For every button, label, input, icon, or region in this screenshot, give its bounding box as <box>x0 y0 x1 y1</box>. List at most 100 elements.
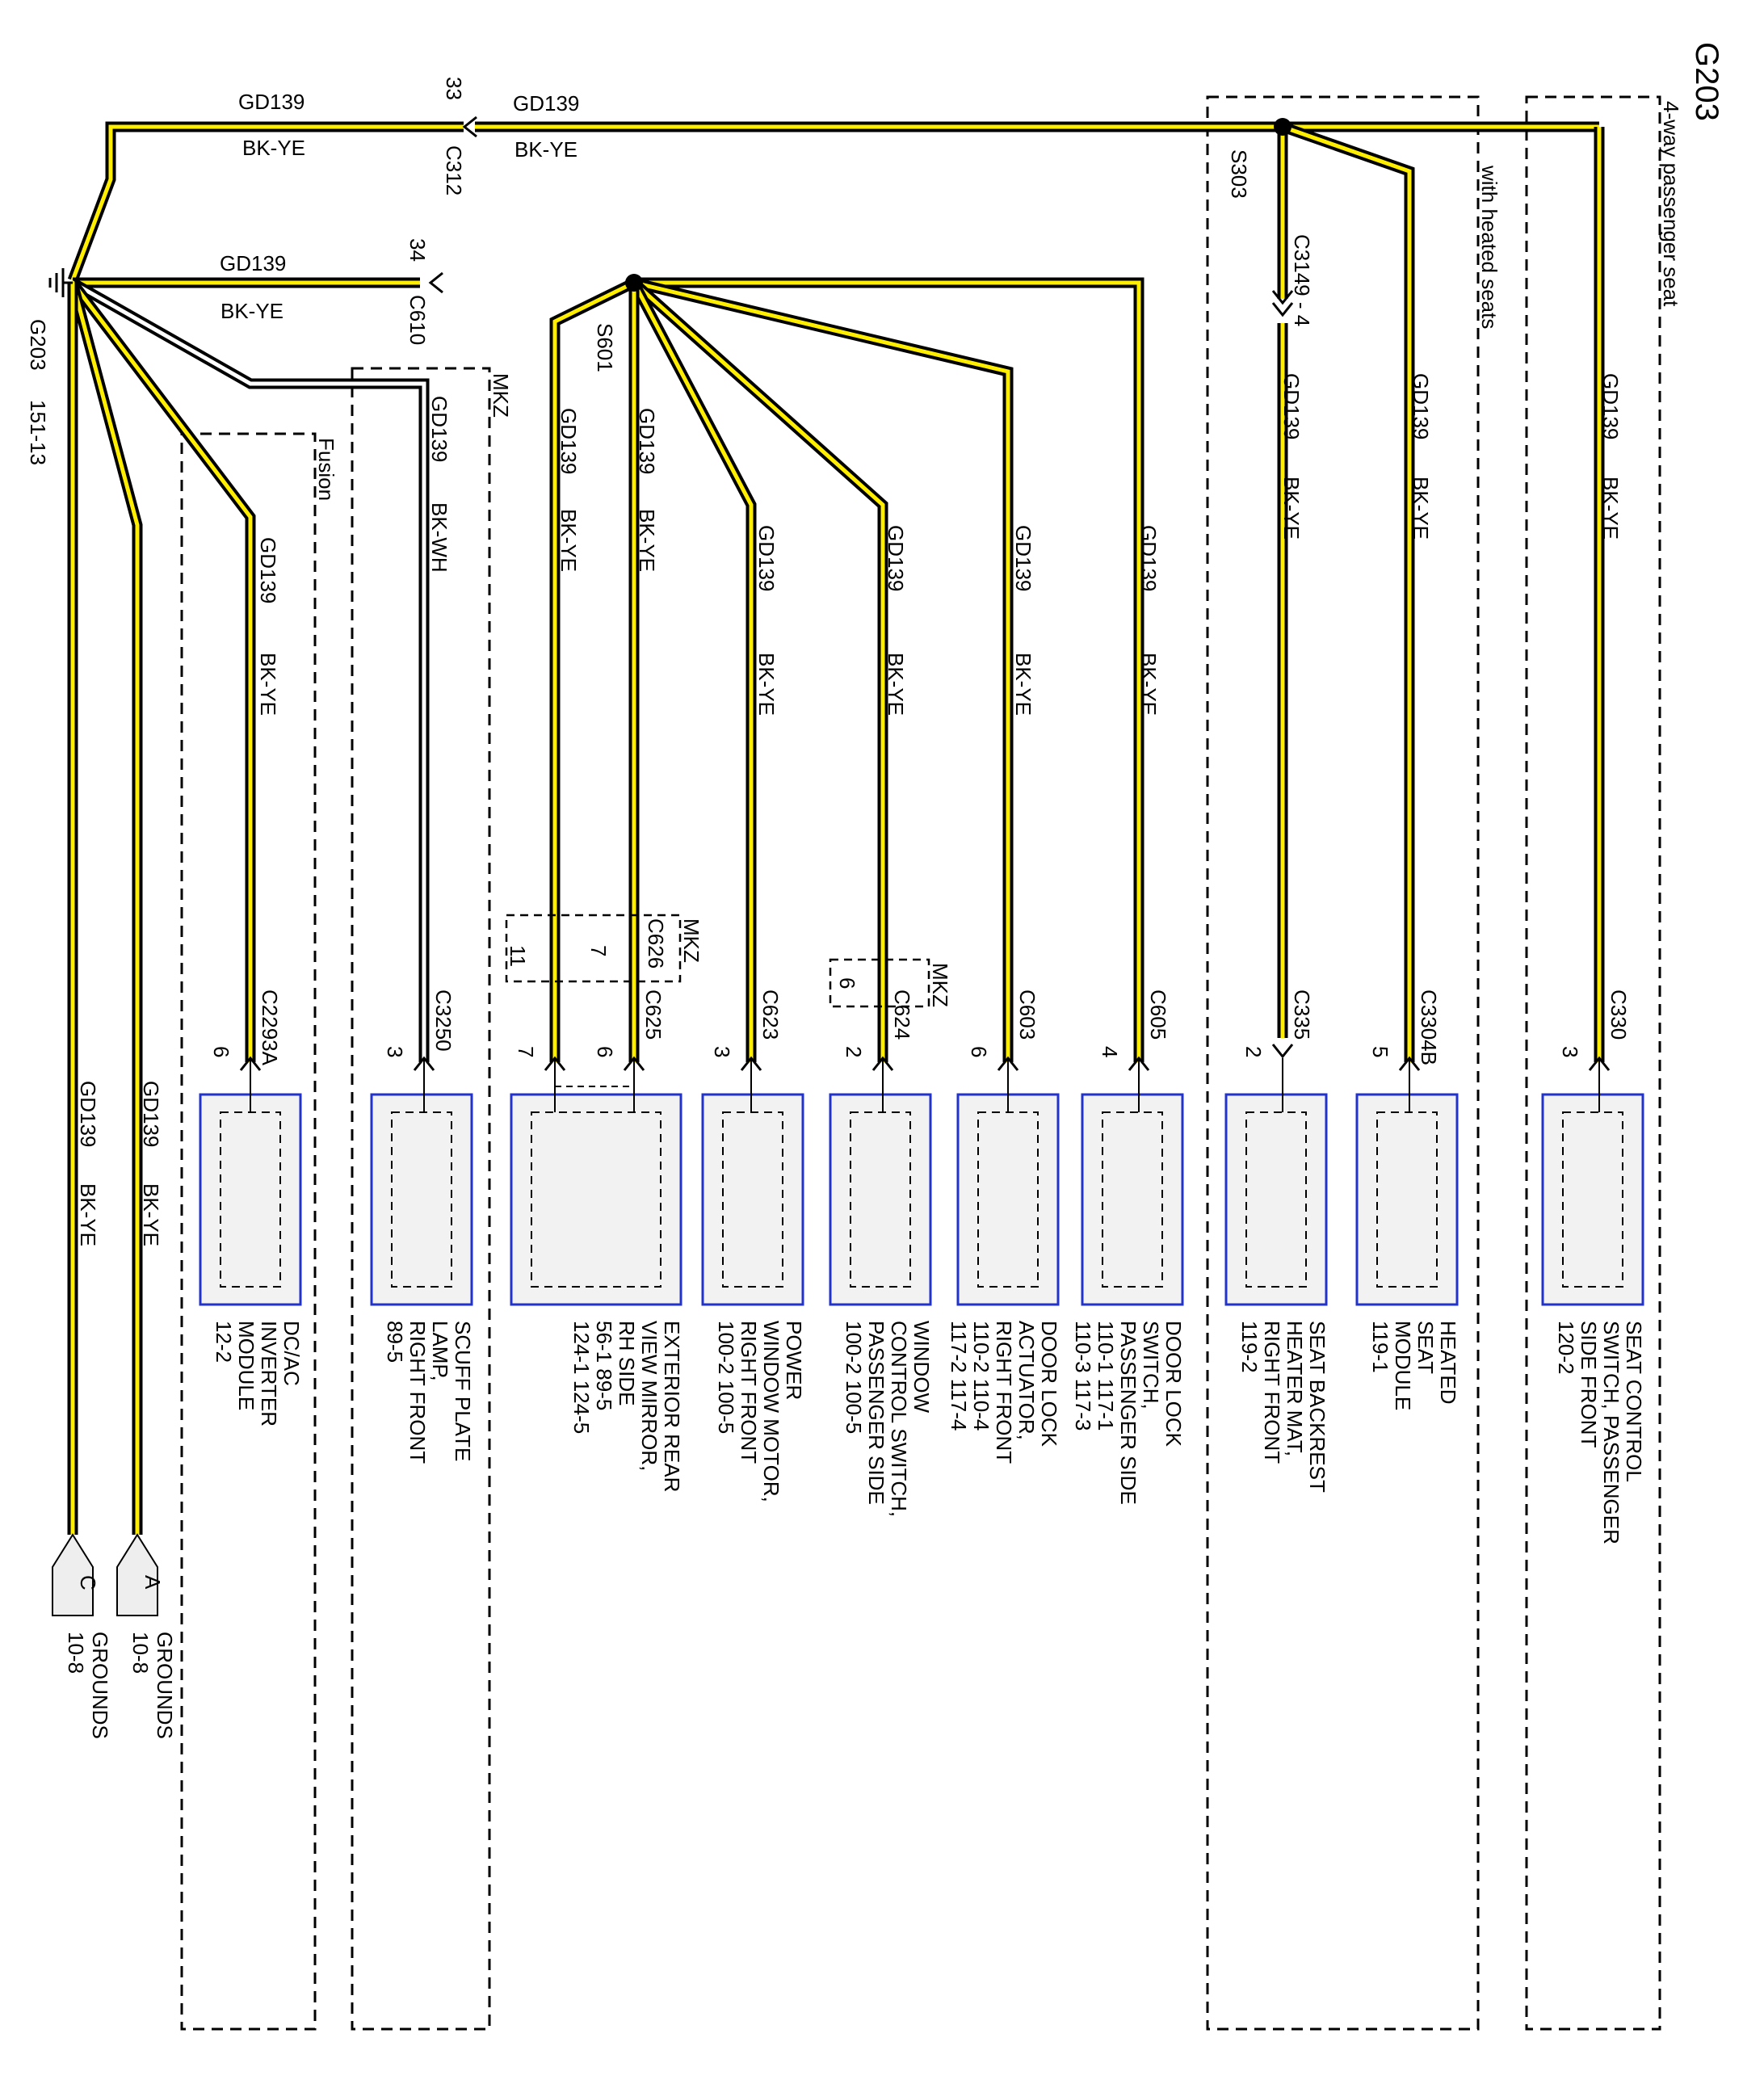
components: C2293A6DC/ACINVERTERMODULE12-2C32503SCUF… <box>199 989 1646 1544</box>
component-inner <box>722 1111 783 1288</box>
svg-text:BK-YE: BK-YE <box>754 653 779 716</box>
connector-c312: 33 C312 <box>442 77 477 195</box>
ground-label: GROUNDS <box>153 1632 177 1739</box>
pin-arrow <box>997 1056 1019 1071</box>
component-label-line: 119-1 <box>1368 1321 1392 1373</box>
svg-text:11: 11 <box>506 945 530 967</box>
svg-text:BK-YE: BK-YE <box>1598 477 1623 540</box>
pin-arrow <box>413 1056 435 1071</box>
svg-text:7: 7 <box>586 945 611 956</box>
pin-number: 3 <box>383 1046 407 1057</box>
component-label-line: WINDOW <box>909 1321 934 1414</box>
component-label-line: LAMP, <box>428 1321 452 1381</box>
component-label-line: DOOR LOCK <box>1037 1321 1061 1447</box>
svg-text:GD139: GD139 <box>238 90 304 114</box>
component-label-line: POWER <box>782 1321 806 1400</box>
svg-text:BK-YE: BK-YE <box>1409 477 1433 540</box>
component-label-line: 124-1 124-5 <box>569 1321 594 1434</box>
component-inner <box>1245 1111 1307 1288</box>
svg-text:MKZ: MKZ <box>928 963 952 1007</box>
component-label-line: RIGHT FRONT <box>405 1321 430 1464</box>
component-label-line: 12-2 <box>212 1321 236 1363</box>
connector-c626-box: MKZ C626 7 11 <box>505 914 704 983</box>
svg-text:GD139: GD139 <box>513 91 579 116</box>
component-label-line: SIDE FRONT <box>1577 1321 1601 1448</box>
component-label-line: 110-3 117-3 <box>1071 1321 1095 1431</box>
svg-text:C312: C312 <box>442 145 466 195</box>
connector-c3149: C3149 - 4 <box>1271 234 1314 326</box>
component-box <box>1224 1093 1328 1306</box>
component-label-line: SCUFF PLATE <box>451 1321 475 1461</box>
component-label-line: SEAT CONTROL <box>1622 1321 1646 1482</box>
component-box <box>370 1093 473 1306</box>
svg-text:GD139: GD139 <box>220 251 286 275</box>
component-label-line: HEATER MAT, <box>1283 1321 1307 1456</box>
splice-s303-dot <box>1274 118 1292 136</box>
svg-text:GD139: GD139 <box>1598 373 1623 439</box>
component-label-line: SWITCH, <box>1139 1321 1163 1410</box>
component-box <box>199 1093 302 1306</box>
component-box <box>701 1093 804 1306</box>
svg-text:MKZ: MKZ <box>679 918 704 963</box>
component-label-line: 56-1 89-5 <box>592 1321 616 1410</box>
pin-number: 7 <box>514 1046 538 1057</box>
svg-text:C610: C610 <box>405 295 430 345</box>
connector-label: C603 <box>1015 989 1040 1040</box>
connector-label: C625 <box>641 989 666 1040</box>
svg-text:BK-YE: BK-YE <box>220 299 284 323</box>
component-box <box>1355 1093 1459 1306</box>
component-label-line: 110-2 110-4 <box>969 1321 993 1431</box>
svg-text:GD139: GD139 <box>754 525 779 591</box>
ground-point-id: G203 <box>26 319 50 371</box>
component-inner <box>1562 1111 1623 1288</box>
option-box-4way-seat <box>1525 95 1661 2031</box>
note-4way-seat: 4-way passenger seat <box>1659 101 1683 307</box>
ground-flag <box>116 1533 158 1616</box>
svg-text:GD139: GD139 <box>256 537 280 603</box>
component-label-line: RH SIDE <box>615 1321 639 1405</box>
component-label-line: PASSENGER SIDE <box>1116 1321 1140 1505</box>
svg-text:BK-YE: BK-YE <box>76 1183 100 1246</box>
component-label-line: 120-2 <box>1554 1321 1578 1375</box>
option-box-fusion <box>180 432 317 2031</box>
pin-arrow <box>544 1056 566 1071</box>
component-inner <box>1102 1111 1163 1288</box>
svg-text:BK-YE: BK-YE <box>1136 653 1161 716</box>
diagram-title: G203 <box>1689 42 1724 121</box>
connector-label: C623 <box>758 989 783 1040</box>
svg-text:GD139: GD139 <box>1279 373 1304 439</box>
svg-text:BK-YE: BK-YE <box>256 653 280 716</box>
connector-c610: 34 C610 <box>405 238 443 345</box>
svg-text:GD139: GD139 <box>1011 525 1035 591</box>
ground-letter: C <box>76 1575 100 1590</box>
ground-ref: 10-8 <box>128 1632 153 1674</box>
pin-number: 3 <box>710 1046 734 1057</box>
component-label-line: RIGHT FRONT <box>1260 1321 1284 1464</box>
svg-text:6: 6 <box>835 977 859 989</box>
component-box <box>1541 1093 1644 1306</box>
pin-arrow <box>872 1056 894 1071</box>
pin-arrow <box>239 1056 262 1071</box>
svg-text:BK-YE: BK-YE <box>556 509 581 572</box>
svg-text:GD139: GD139 <box>884 525 908 591</box>
ground-letter: A <box>141 1575 165 1590</box>
component-label-line: RIGHT FRONT <box>992 1321 1016 1464</box>
component-label-line: PASSENGER SIDE <box>864 1321 888 1505</box>
pin-arrow <box>1588 1056 1611 1071</box>
note-mkz: MKZ <box>489 373 513 418</box>
ground-label: GROUNDS <box>88 1632 112 1739</box>
svg-text:GD139: GD139 <box>139 1081 163 1147</box>
component-label-line: WINDOW MOTOR, <box>759 1321 783 1502</box>
pin-arrow <box>1271 1044 1294 1059</box>
component-label-line: MODULE <box>234 1321 258 1410</box>
component-inner <box>1376 1111 1438 1288</box>
